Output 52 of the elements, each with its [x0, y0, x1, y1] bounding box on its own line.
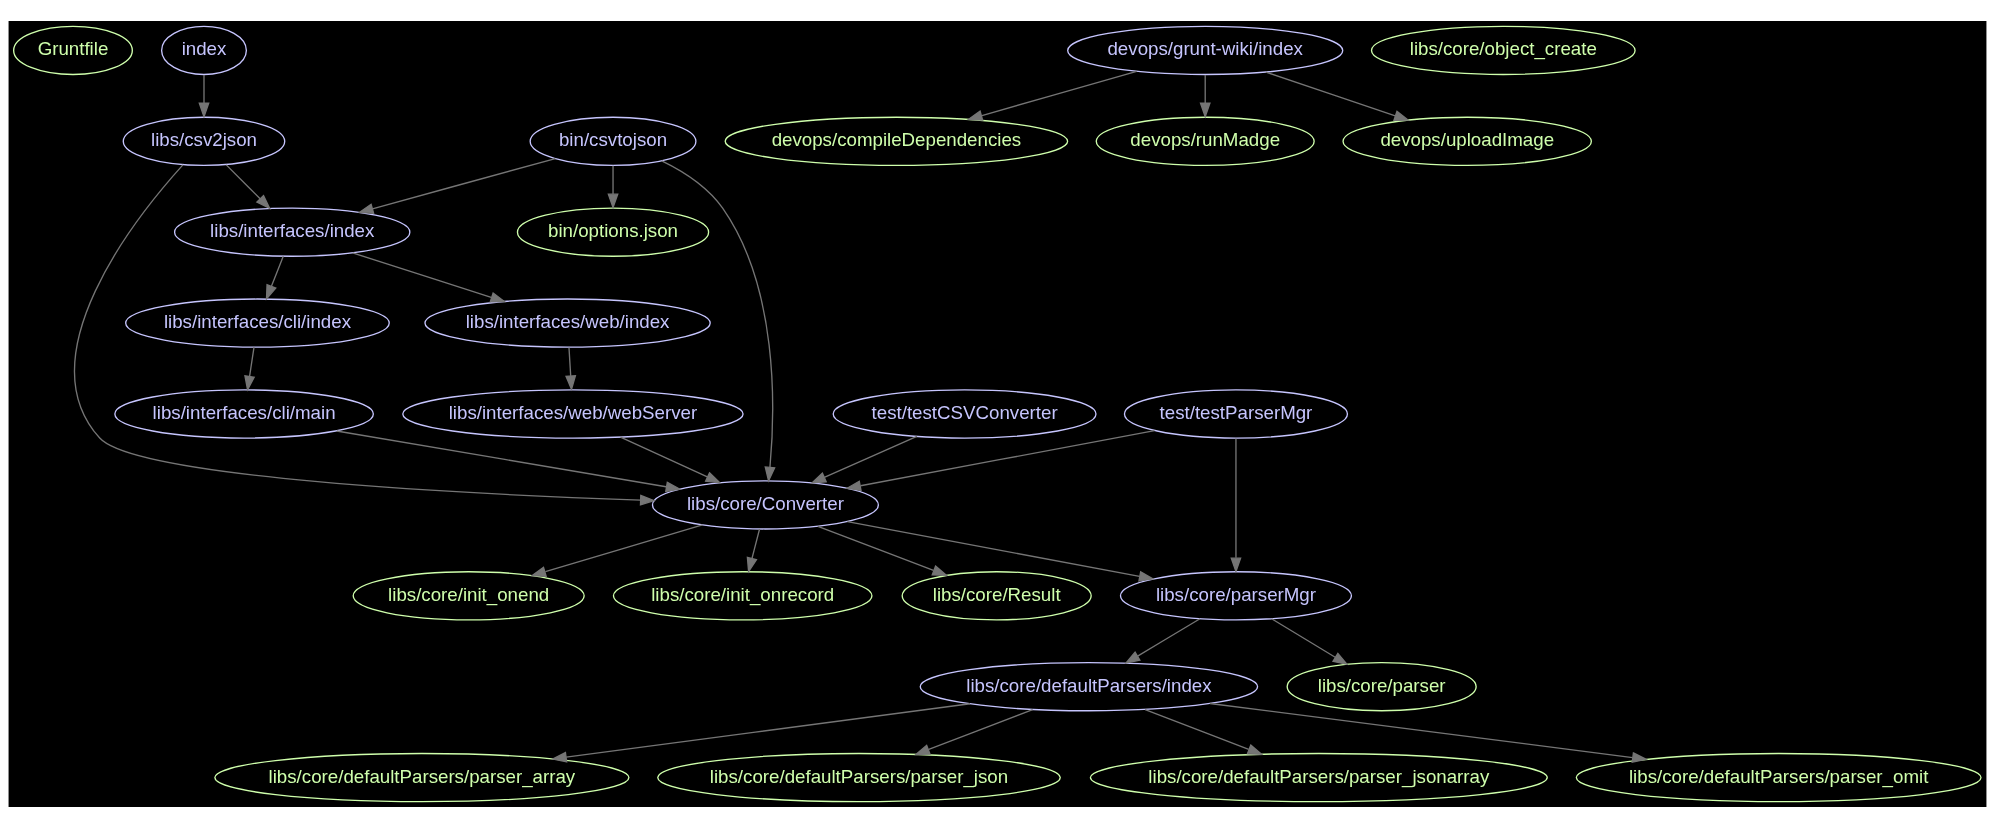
node-ellipse: libs/interfaces/web/index — [424, 297, 711, 348]
arrow — [661, 159, 776, 483]
node-ellipse: devops/grunt-wiki/index — [1067, 25, 1344, 75]
node-ellipse: libs/core/defaultParsers/parser_jsonarray — [1089, 752, 1548, 802]
node-ellipse: libs/core/object_create — [1370, 25, 1636, 75]
arrow — [1199, 73, 1211, 119]
node-ellipse: bin/csvtojson — [529, 116, 697, 166]
node-ellipse: libs/interfaces/cli/main — [114, 388, 374, 439]
arrow — [74, 163, 656, 506]
node-ellipse: libs/core/defaultParsers/parser_json — [657, 752, 1061, 802]
arrow — [1124, 617, 1201, 664]
arrow — [1265, 71, 1411, 121]
arrow — [351, 251, 507, 303]
arrow — [336, 429, 682, 492]
arrow — [845, 429, 1156, 491]
node-ellipse: libs/core/Result — [901, 570, 1092, 621]
node-ellipse: libs/core/defaultParsers/index — [919, 661, 1259, 711]
arrow — [244, 346, 256, 392]
arrow — [530, 523, 704, 577]
arrow — [746, 527, 761, 573]
node-ellipse: libs/core/init_onend — [352, 570, 585, 621]
arrow — [357, 157, 556, 214]
arrow — [619, 435, 722, 483]
arrow — [1209, 702, 1649, 763]
arrow — [817, 525, 949, 576]
arrow — [1230, 437, 1242, 573]
node-ellipse: libs/interfaces/web/webServer — [402, 388, 744, 439]
node-ellipse: libs/core/parser — [1286, 661, 1477, 711]
arrow — [198, 73, 210, 119]
node-ellipse: index — [160, 25, 248, 75]
node-ellipse: libs/csv2json — [122, 116, 286, 166]
arrow — [1270, 617, 1349, 665]
arrow — [607, 164, 619, 210]
arrow — [565, 346, 577, 391]
node-ellipse: libs/interfaces/index — [173, 206, 411, 257]
arrow — [913, 708, 1034, 755]
node-ellipse: devops/uploadImage — [1342, 116, 1593, 166]
arrow — [810, 435, 918, 484]
node-ellipse: Gruntfile — [13, 25, 133, 75]
arrow — [265, 255, 284, 301]
node-ellipse: libs/interfaces/cli/index — [125, 297, 390, 348]
node-ellipse: bin/options.json — [516, 206, 710, 257]
arrow — [550, 702, 971, 763]
node-ellipse: devops/runMadge — [1095, 116, 1315, 166]
arrow — [1144, 708, 1264, 755]
node-ellipse: test/testParserMgr — [1123, 388, 1349, 439]
node-ellipse: test/testCSVConverter — [832, 388, 1097, 439]
node-ellipse: libs/core/init_onrecord — [612, 570, 873, 621]
arrow — [846, 520, 1155, 582]
arrow — [966, 70, 1138, 121]
arrow — [225, 163, 272, 210]
node-ellipse: devops/compileDependencies — [724, 116, 1069, 166]
